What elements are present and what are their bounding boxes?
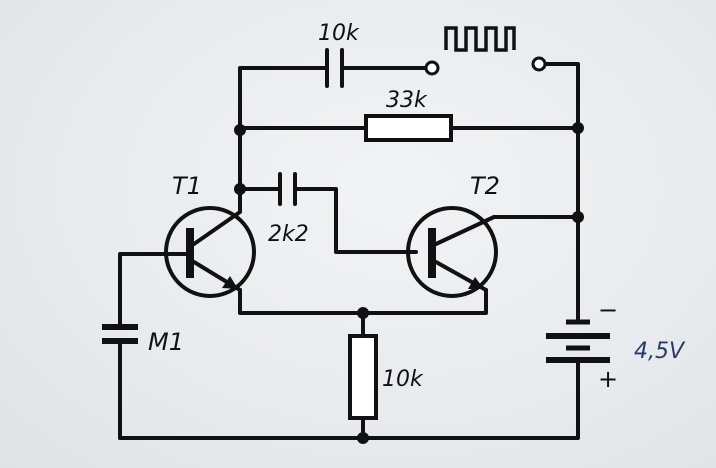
junction-node <box>357 307 369 319</box>
battery-icon <box>546 319 610 363</box>
junction-node <box>234 124 246 136</box>
capacitor-10k <box>325 48 344 88</box>
t2-collector <box>434 215 496 246</box>
t2-emitter-arrow <box>468 277 484 289</box>
label-res-33k: 33k <box>386 88 428 113</box>
t1-collector <box>192 210 242 246</box>
transistor-t2 <box>406 206 498 298</box>
resistor-33k <box>364 114 453 142</box>
battery-minus-sign: − <box>598 296 618 324</box>
wire-mic-top <box>118 252 168 328</box>
microphone-m1 <box>102 324 138 344</box>
label-cap-10k: 10k <box>318 21 360 46</box>
label-t1: T1 <box>172 172 202 200</box>
wire-top-left <box>238 66 328 132</box>
output-terminal-right <box>531 56 547 72</box>
junction-node <box>234 183 246 195</box>
junction-node <box>572 211 584 223</box>
junction-node <box>572 122 584 134</box>
label-res-10k: 10k <box>382 367 424 392</box>
label-m1: M1 <box>148 328 184 356</box>
t1-emitter-arrow <box>222 276 238 289</box>
label-t2: T2 <box>470 172 500 200</box>
capacitor-2k2 <box>278 172 297 206</box>
transistor-t2-envelope <box>406 206 498 298</box>
label-cap-2k2: 2k2 <box>268 222 309 247</box>
output-terminal-left <box>424 60 440 76</box>
transistor-t1 <box>164 206 256 298</box>
resistor-10k <box>348 334 378 420</box>
wire-2k2-to-t2-base <box>294 187 418 254</box>
wire-bottom-rail <box>118 360 580 440</box>
wire-right-terminal <box>544 62 580 128</box>
junction-nodes <box>234 122 584 444</box>
square-wave-icon <box>444 26 516 52</box>
junction-node <box>357 432 369 444</box>
label-voltage: 4,5V <box>634 339 686 364</box>
battery-plus-sign: + <box>598 365 618 393</box>
